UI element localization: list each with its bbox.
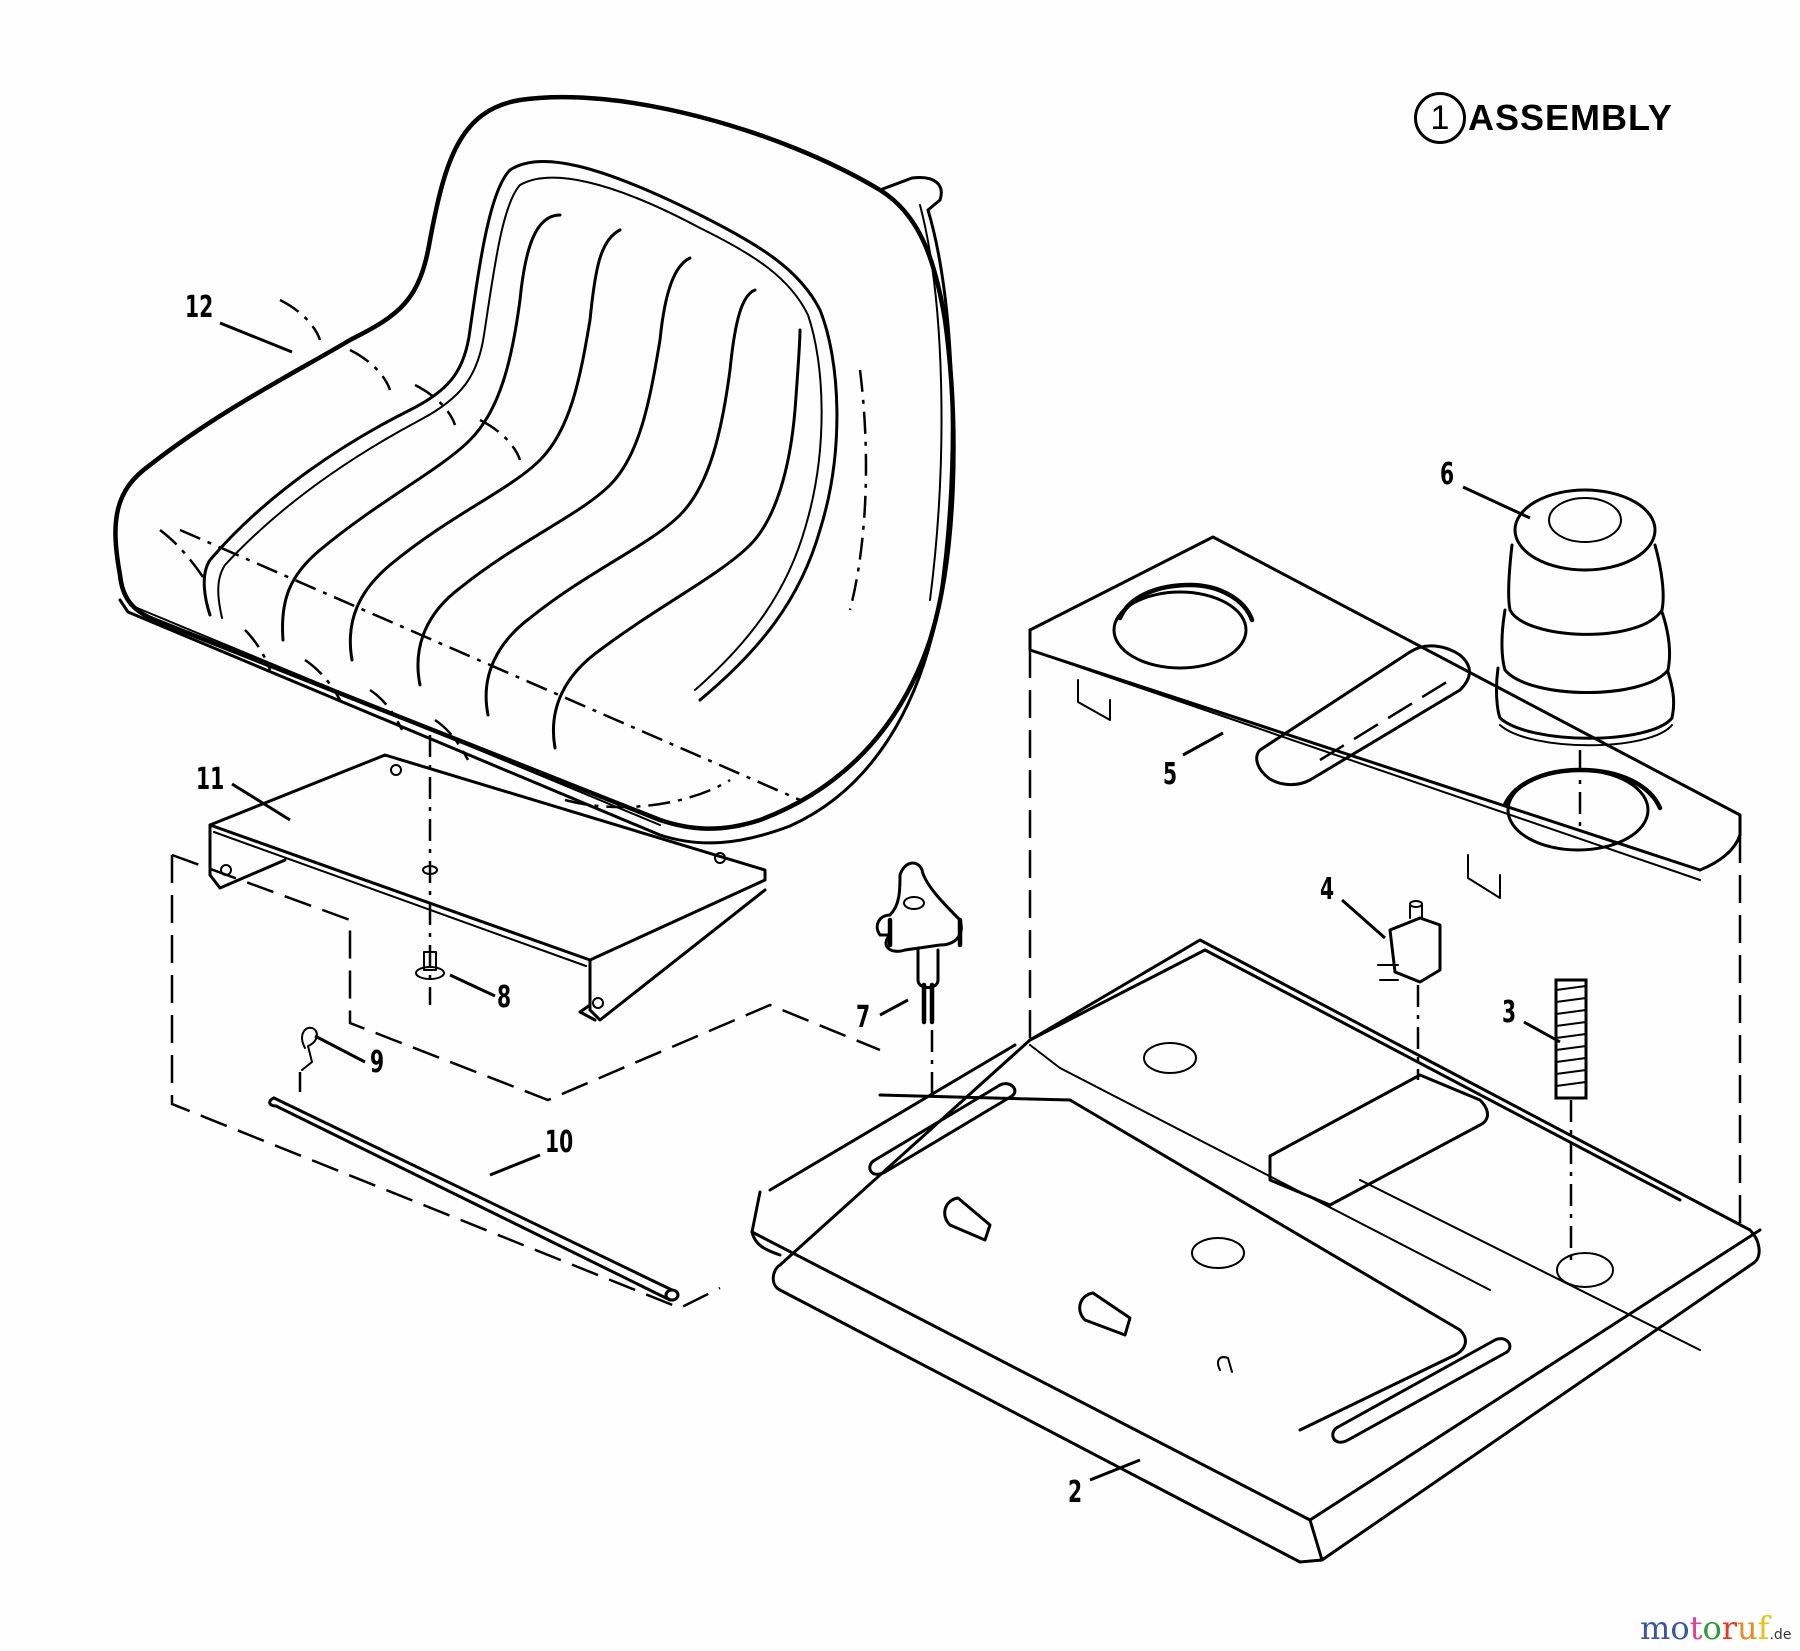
- assembly-title: ASSEMBLY: [1468, 97, 1673, 138]
- leader-lines: [219, 321, 1561, 1482]
- watermark-letter: t: [1689, 1609, 1703, 1647]
- seat-cushion-drawing: [113, 94, 956, 845]
- callout-7: 7: [856, 1000, 871, 1035]
- callout-6: 6: [1440, 457, 1455, 492]
- assembly-label: 1 ASSEMBLY: [1414, 92, 1673, 144]
- rubber-bumper-drawing: [1495, 488, 1676, 830]
- watermark-letter: u: [1737, 1609, 1758, 1647]
- watermark-tld: .de: [1769, 1627, 1792, 1643]
- callout-11: 11: [196, 762, 225, 797]
- callout-12: 12: [185, 290, 214, 325]
- console-cover-drawing: [1028, 535, 1742, 1235]
- spring-drawing: [1554, 978, 1588, 1265]
- hairpin-rod-drawing: [268, 1026, 680, 1302]
- callout-10: 10: [545, 1125, 574, 1160]
- watermark-letter: f: [1757, 1609, 1770, 1647]
- watermark-letter: o: [1670, 1609, 1690, 1647]
- seat-bracket-drawing: [208, 753, 767, 1022]
- callout-5: 5: [1163, 757, 1178, 792]
- callout-3: 3: [1502, 995, 1517, 1030]
- watermark-letter: m: [1640, 1609, 1671, 1647]
- assembly-callout-circle: 1: [1414, 92, 1466, 144]
- callout-8: 8: [497, 980, 512, 1015]
- watermark-letter: r: [1721, 1609, 1738, 1647]
- callout-4: 4: [1320, 872, 1335, 907]
- callout-2: 2: [1068, 1475, 1083, 1510]
- screw-drawing: [415, 951, 445, 980]
- callout-9: 9: [370, 1045, 385, 1080]
- seat-base-pan-drawing: [750, 938, 1762, 1564]
- watermark-letter: o: [1702, 1609, 1722, 1647]
- watermark-logo: motoruf.de: [1640, 1612, 1791, 1644]
- knob-drawing: [875, 861, 963, 1100]
- seat-switch-drawing: [1377, 900, 1442, 1080]
